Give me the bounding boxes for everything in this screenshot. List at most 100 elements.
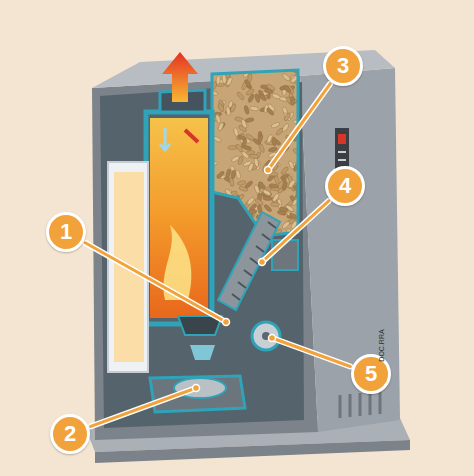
auger-tube: [218, 212, 280, 310]
pellet: [242, 220, 252, 229]
pellets: [205, 67, 306, 244]
pellet: [217, 103, 224, 113]
document-code: DOC.RRA: [378, 329, 385, 361]
pellet: [272, 193, 280, 203]
pellet-hopper: [212, 70, 298, 236]
pellet: [288, 179, 296, 189]
callout-number: 5: [351, 354, 391, 394]
pellet: [271, 202, 280, 206]
pellet: [230, 103, 237, 113]
pellet: [223, 208, 231, 218]
pellet: [231, 155, 241, 163]
pellet: [237, 180, 247, 186]
air-flow-arrow: [160, 128, 170, 150]
pellet: [222, 223, 226, 232]
leader-dot: [223, 319, 230, 326]
pellet: [236, 91, 245, 101]
pellet: [272, 137, 277, 146]
callout-number: 2: [50, 414, 90, 454]
base-vents: [340, 391, 380, 418]
pellet: [239, 186, 249, 192]
pellet: [249, 106, 259, 111]
pellet: [258, 93, 268, 102]
pellet: [237, 215, 246, 225]
pellet: [216, 170, 225, 179]
pellet: [266, 83, 276, 91]
pellet: [285, 96, 294, 105]
pellet: [266, 107, 275, 116]
right-face: [300, 68, 400, 432]
pellet: [233, 212, 243, 219]
pellet: [227, 215, 236, 224]
pellet: [283, 112, 291, 122]
pellet: [254, 184, 261, 194]
pellet: [258, 143, 265, 153]
pellet: [282, 123, 290, 133]
pellet: [247, 162, 254, 172]
leader-dot: [193, 385, 200, 392]
pellet: [253, 158, 259, 168]
pellet: [234, 235, 243, 239]
ash-pan: [150, 376, 245, 412]
pellet: [215, 221, 225, 230]
pellet: [227, 230, 237, 236]
leader-casing: [272, 338, 350, 366]
pellet: [272, 138, 282, 147]
pellet: [283, 84, 292, 93]
base-front: [95, 440, 410, 463]
hopper-wall: [212, 70, 298, 236]
pellet: [222, 74, 227, 83]
front-face: [92, 76, 318, 440]
pellet: [239, 219, 249, 226]
callout-number: 3: [323, 46, 363, 86]
pellet: [263, 196, 272, 200]
pellet: [295, 193, 305, 199]
pellet: [231, 170, 236, 180]
control-display: [338, 134, 346, 144]
leader-line: [272, 338, 350, 366]
pellet: [245, 88, 255, 96]
pellet: [220, 226, 229, 230]
leader-casing: [262, 201, 329, 262]
pellet: [225, 168, 231, 178]
pellet: [244, 79, 252, 89]
pellet: [243, 105, 249, 115]
pellet: [229, 219, 234, 228]
pellet: [226, 106, 231, 116]
pellet: [228, 216, 238, 223]
air-fan: [252, 322, 280, 350]
leader-casing: [91, 388, 196, 426]
pellet: [279, 207, 289, 212]
pellet: [228, 212, 238, 220]
pellet: [282, 73, 291, 82]
pellet: [271, 121, 281, 128]
leader-dot: [265, 167, 272, 174]
leader-line: [85, 243, 226, 322]
pellet: [241, 150, 250, 159]
pellet: [277, 180, 284, 190]
leader-casing: [85, 243, 226, 322]
pellet: [268, 147, 278, 153]
pellet: [257, 134, 263, 144]
pellet: [262, 189, 272, 197]
pellet: [281, 220, 290, 229]
pellet: [226, 76, 233, 86]
pellet: [215, 114, 221, 124]
pellet: [216, 75, 220, 84]
pellet: [221, 209, 229, 219]
callout-number: 1: [46, 212, 86, 252]
pellet: [274, 175, 280, 185]
pellet: [283, 112, 291, 122]
pellet: [269, 183, 278, 188]
air-duct: [190, 345, 215, 360]
leader-dot: [269, 335, 276, 342]
pellet: [235, 170, 241, 180]
combustion-chamber: [150, 118, 208, 318]
leader-line: [268, 84, 330, 170]
leader-line: [91, 388, 196, 426]
pellet: [227, 205, 236, 210]
auger-screw: [232, 222, 276, 300]
pellet: [215, 223, 225, 230]
